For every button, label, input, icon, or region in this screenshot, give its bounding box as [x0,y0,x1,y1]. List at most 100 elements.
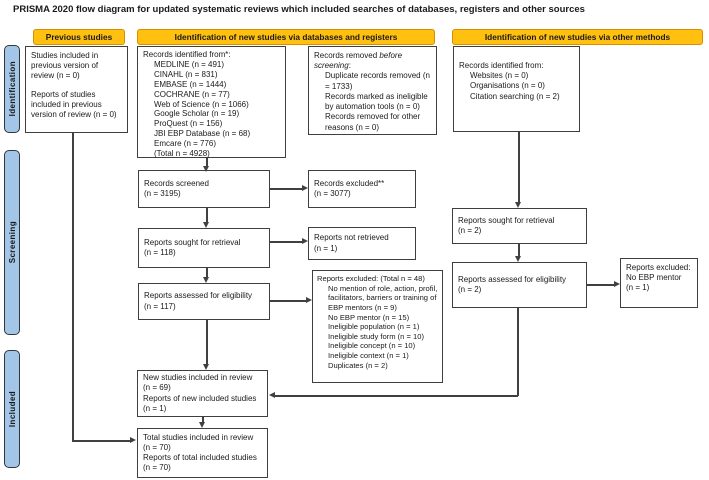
box-line: (n = 70) [143,463,171,473]
arrow-other-to-new-included-vertical [517,308,519,396]
arrow-other-eligibility-to-excluded [587,284,615,286]
box-other-reports-excluded: Reports excluded: No EBP mentor (n = 1) [620,258,698,308]
box-line: JBI EBP Database (n = 68) [154,129,251,139]
box-line: (n = 2) [458,285,482,294]
arrow-screened-to-excluded [270,188,303,190]
box-line: Ineligible context (n = 1) [328,351,409,361]
box-line: EMBASE (n = 1444) [154,79,227,89]
box-line: Records removed before screening: [314,51,403,71]
header-databases-registers: Identification of new studies via databa… [137,29,435,45]
box-line: Ineligible population (n = 1) [328,322,420,332]
box-records-removed: Records removed before screening: Duplic… [308,46,437,135]
box-line: Records screened [144,178,209,188]
box-line: Citation searching (n = 2) [470,91,560,101]
box-line: Organisations (n = 0) [470,81,545,91]
arrowhead [515,202,521,208]
box-other-reports-eligibility: Reports assessed for eligibility (n = 2) [452,262,587,308]
box-line: New studies included in review [143,373,253,383]
box-line: (n = 2) [458,226,482,235]
arrow-eligibility-to-excluded [270,300,307,302]
arrow-sought-to-not-retrieved [270,241,303,243]
box-line: Reports of new included studies [143,393,257,403]
arrowhead [302,238,308,244]
box-reports-excluded-reasons: Reports excluded: (Total n = 48) No ment… [312,270,443,383]
box-records-excluded: Records excluded** (n = 3077) [308,170,416,208]
stage-label-identification: Identification [7,61,17,117]
arrowhead [515,256,521,262]
arrow-previous-to-total-horizontal [72,440,131,442]
box-line: Reports of studies included in previous … [31,89,117,120]
header-previous-studies: Previous studies [33,29,125,45]
box-total-studies-included: Total studies included in review (n = 70… [137,428,268,478]
arrowhead [269,392,275,398]
box-line: Reports excluded: [626,263,691,272]
box-new-studies-included: New studies included in review (n = 69) … [137,370,268,417]
box-line: Reports sought for retrieval [144,237,241,247]
arrowhead [203,222,209,228]
arrowhead [203,364,209,370]
arrowhead [302,185,308,191]
box-line: Duplicate records removed (n = 1733) [325,71,430,91]
box-other-reports-sought: Reports sought for retrieval (n = 2) [452,208,587,244]
box-line: Total studies included in review [143,432,254,442]
box-line: Duplicates (n = 2) [328,360,388,370]
box-records-screened: Records screened (n = 3195) [138,170,270,208]
box-records-identified-other: Records identified from: Websites (n = 0… [453,46,580,132]
box-line: Websites (n = 0) [470,71,529,81]
arrowhead [306,297,312,303]
box-line: (n = 118) [144,248,176,257]
box-line: ProQuest (n = 156) [154,119,223,129]
box-line: (n = 1) [626,283,650,293]
box-line: No EBP mentor (n = 15) [328,312,410,322]
box-line: (n = 70) [143,442,171,452]
box-line: Records identified from*: [143,50,231,59]
box-line: Reports assessed for eligibility [458,274,567,284]
box-line: Reports of total included studies [143,453,257,462]
arrow-other-identified-to-sought [518,132,520,203]
box-reports-eligibility: Reports assessed for eligibility (n = 11… [138,283,270,320]
box-reports-sought: Reports sought for retrieval (n = 118) [138,228,270,268]
arrow-screened-to-sought [206,208,208,223]
arrowhead [203,166,209,172]
stage-label-screening: Screening [7,221,17,264]
italic-before-screening: before screening [314,51,403,71]
box-line: Records marked as ineligible by automati… [325,91,428,112]
arrow-previous-to-total-vertical [72,132,74,441]
arrow-new-to-total [202,417,204,423]
arrow-other-sought-to-eligibility [518,244,520,257]
stage-bar-included: Included [4,350,20,468]
arrow-sought-to-eligibility [206,268,208,278]
box-line: Reports assessed for eligibility [144,291,253,301]
arrowhead [199,422,205,428]
arrow-identified-to-screened [206,158,208,167]
box-line: CINAHL (n = 831) [154,69,218,79]
box-line: (n = 69) [143,383,171,393]
box-line: No mention of role, action, profil, faci… [328,283,438,312]
box-line: (n = 117) [144,301,176,311]
box-line: Ineligible concept (n = 10) [328,341,416,351]
arrowhead [614,281,620,287]
box-line: COCHRANE (n = 77) [154,89,230,99]
box-line: Reports not retrieved [314,233,389,243]
spacer [31,82,122,90]
arrow-other-to-new-included-horizontal [275,395,518,397]
header-other-methods: Identification of new studies via other … [452,29,703,45]
box-line: Studies included in previous version of … [31,51,99,81]
stage-bar-screening: Screening [4,150,20,335]
arrowhead [203,277,209,283]
box-line: MEDLINE (n = 491) [154,59,225,69]
box-line: Web of Science (n = 1066) [154,99,249,109]
arrowhead [130,437,136,443]
box-line: Reports excluded: (Total n = 48) [317,274,425,283]
box-line: Ineligible study form (n = 10) [328,331,425,341]
box-line: Emcare (n = 776) [154,139,217,149]
box-line: (n = 3077) [314,189,351,198]
box-line: (n = 1) [314,243,338,253]
stage-label-included: Included [7,390,17,428]
box-line: No EBP mentor [626,273,682,283]
diagram-title: PRISMA 2020 flow diagram for updated sys… [13,4,585,15]
arrow-eligibility-to-new-included [206,320,208,365]
box-records-identified-databases: Records identified from*: MEDLINE (n = 4… [137,46,286,158]
box-line: Reports sought for retrieval [458,215,555,225]
